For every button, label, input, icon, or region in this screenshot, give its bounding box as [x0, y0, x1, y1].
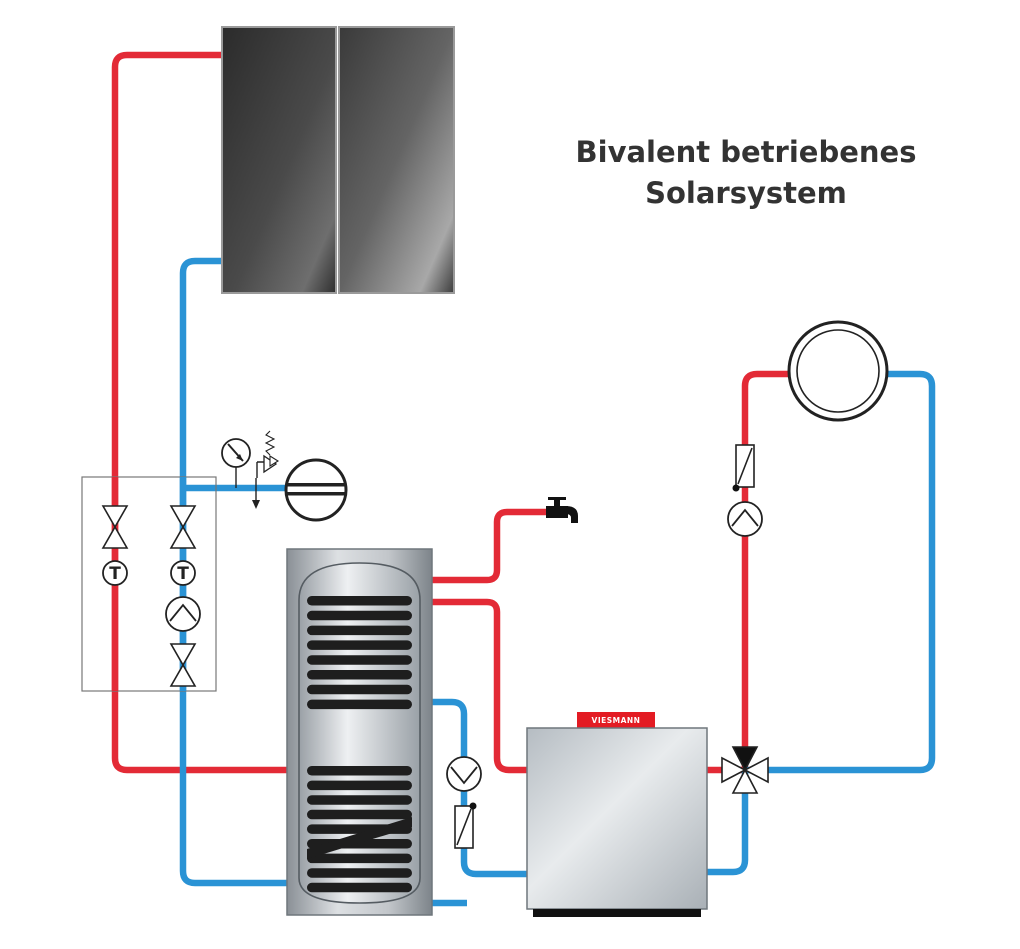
shutoff-valve-icon: [169, 643, 197, 687]
shutoff-valve-icon: [169, 505, 197, 549]
coil-tube: [307, 640, 412, 650]
coil-tube: [307, 780, 412, 791]
solar-station: T T: [81, 476, 217, 692]
coil-tube: [307, 625, 412, 636]
hot-water-tap-icon: [546, 497, 578, 523]
solar-collector: [221, 26, 455, 294]
storage-tank: [286, 548, 433, 916]
temperature-sensor-icon: T: [102, 560, 128, 586]
coil-tube: [307, 817, 412, 859]
boiler-brand-label: VIESMANN: [592, 716, 641, 725]
coil-tube: [307, 868, 412, 878]
coil-tube: [307, 795, 412, 805]
boiler-coil-return-pipe: [432, 698, 527, 878]
solar-return-pipe: [179, 257, 287, 887]
heating-pump-icon: [727, 501, 763, 537]
collector-panel-right: [338, 26, 455, 294]
shutoff-valve-icon: [101, 505, 129, 549]
pressure-gauge-icon: [221, 438, 251, 488]
coil-tube: [307, 684, 412, 695]
temperature-sensor-icon: T: [170, 560, 196, 586]
solar-flow-pipe: [111, 51, 287, 774]
coil-tube: [307, 766, 412, 776]
coil-tube: [307, 596, 412, 606]
coil-tube: [307, 853, 412, 864]
temperature-sensor-label: T: [177, 564, 189, 584]
boiler-return-pipe: [707, 770, 749, 876]
heating-flow-pipe: [707, 370, 790, 774]
boiler-coil-flow-pipe: [432, 598, 527, 774]
solar-station-frame: [81, 476, 217, 692]
expansion-vessel-icon: [284, 458, 348, 522]
heating-check-valve-icon: [732, 444, 755, 492]
boiler-brand-badge: [577, 712, 655, 728]
radiator-consumer-icon: [787, 320, 889, 422]
safety-valve-icon: [252, 430, 280, 509]
boiler-base: [533, 909, 701, 917]
check-valve-icon: [454, 802, 477, 849]
coil-tube: [307, 882, 412, 893]
diagram-title-line2: Solarsystem: [645, 176, 847, 210]
lower-heat-exchanger-coil: [307, 766, 412, 893]
coil-tube: [307, 670, 412, 680]
heating-return-pipe: [745, 370, 936, 774]
coil-tube: [307, 655, 412, 665]
three-way-mixing-valve-icon: [721, 746, 769, 794]
boiler: VIESMANN: [526, 712, 708, 917]
hot-water-outlet-pipe: [432, 508, 548, 584]
diagram-title-line1: Bivalent betriebenes: [576, 135, 917, 169]
boiler-body: [526, 727, 708, 910]
upper-heat-exchanger-coil: [307, 596, 412, 710]
coil-tube: [307, 610, 412, 621]
coil-tube: [307, 809, 412, 820]
collector-panel-left: [221, 26, 337, 294]
coil-tube: [307, 699, 412, 710]
temperature-sensor-label: T: [109, 564, 121, 584]
circulation-pump-icon: [446, 756, 482, 792]
solar-pump-icon: [165, 596, 201, 632]
